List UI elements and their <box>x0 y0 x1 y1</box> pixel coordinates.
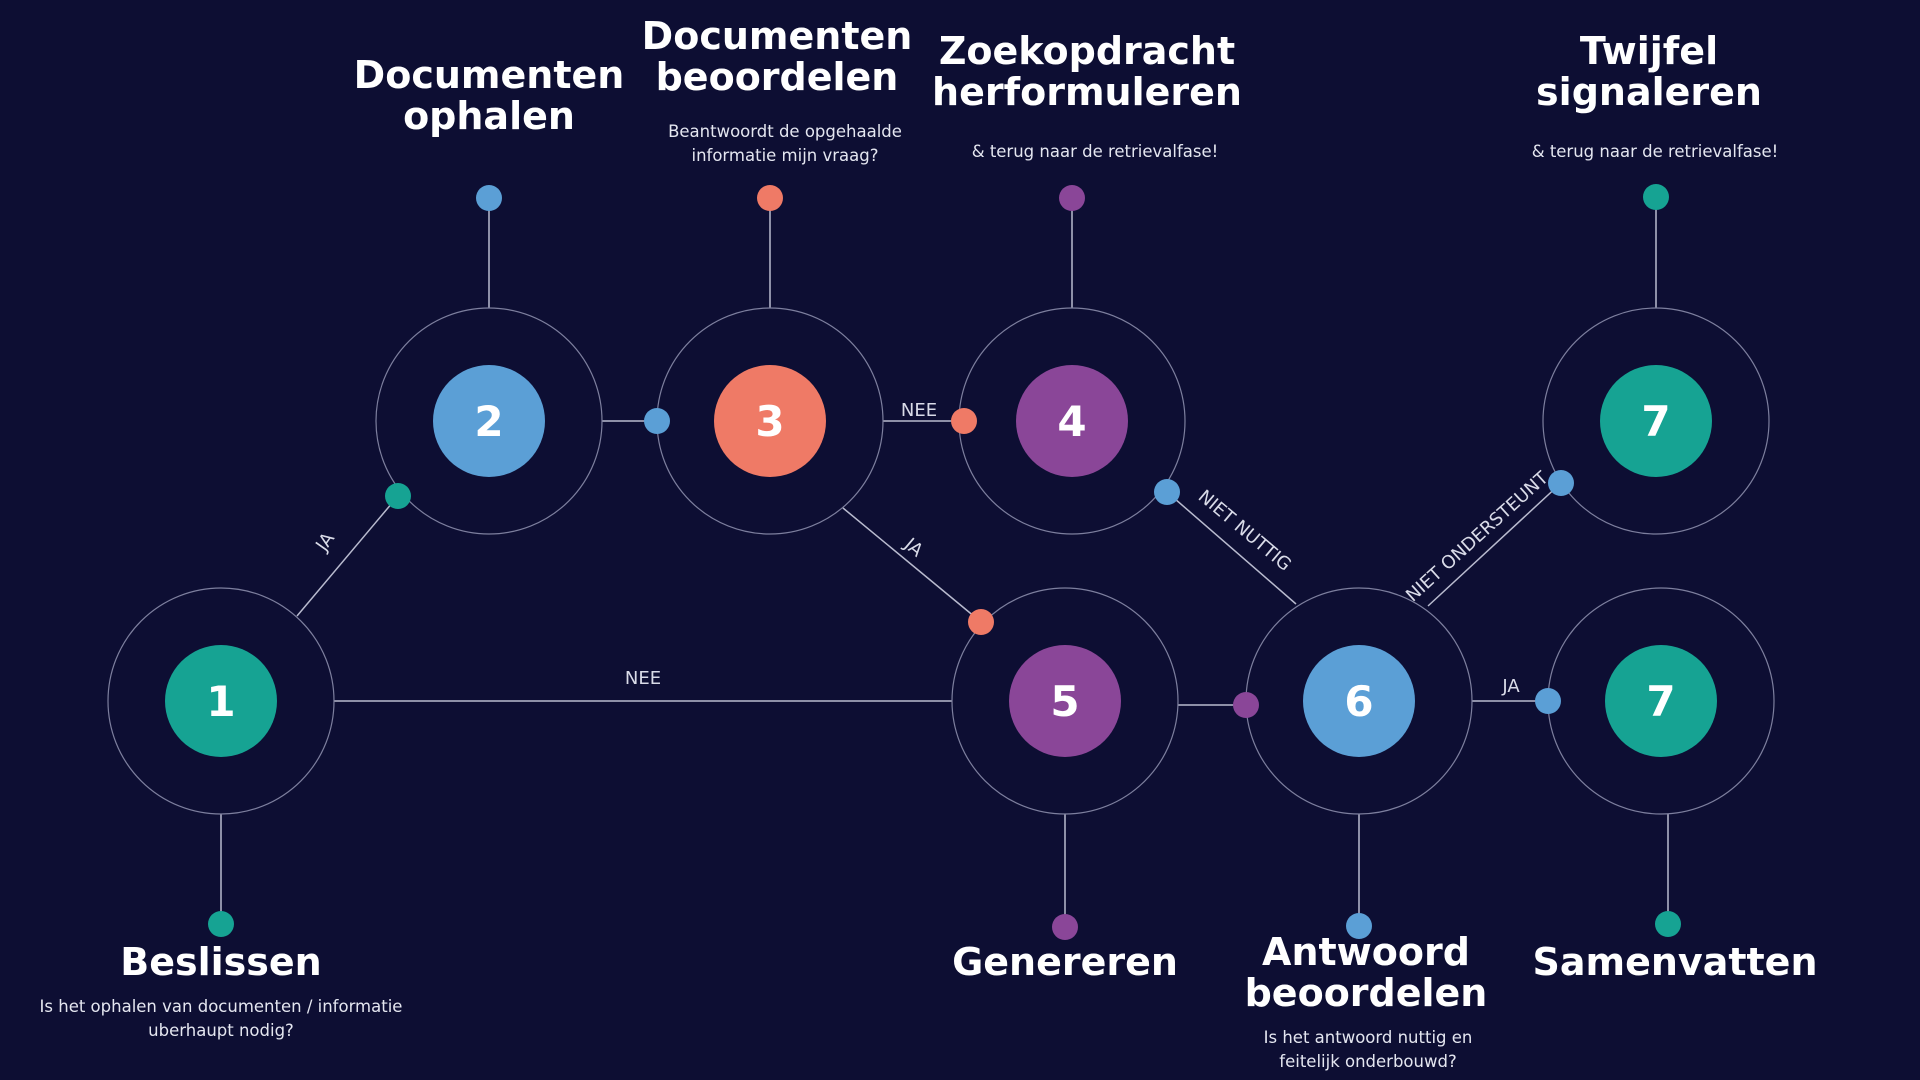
n2-title-line: ophalen <box>403 94 575 138</box>
n3-tag-dot <box>757 185 783 211</box>
n7b-number: 7 <box>1646 677 1675 726</box>
n1-number: 1 <box>206 677 235 726</box>
node-n5: 5 <box>951 587 1179 815</box>
node-n7b: 7 <box>1547 587 1775 815</box>
n4-tag-dot <box>1059 185 1085 211</box>
n7a-core <box>1600 365 1712 477</box>
n6-description-line: feitelijk onderbouwd? <box>1279 1052 1456 1071</box>
n7a-title-line: signaleren <box>1536 70 1762 114</box>
n1-ring <box>107 587 335 815</box>
edge-n6-n7a <box>1427 482 1562 607</box>
n2-tag-dot <box>476 185 502 211</box>
n2-ring <box>375 307 603 535</box>
edge-label-n6-n7b: JA <box>1501 676 1520 697</box>
n7b-title-line: Samenvatten <box>1533 940 1818 984</box>
edge-n4-n6 <box>1166 491 1297 605</box>
connector-dot-n2-n3 <box>644 408 670 434</box>
n1-title-line: Beslissen <box>120 940 321 984</box>
connector-dot-n1-n2 <box>385 483 411 509</box>
edge-label-n6-n7a: NIET ONDERSTEUNT <box>1402 467 1553 606</box>
n4-description-line: & terug naar de retrievalfase! <box>972 142 1219 161</box>
connector-dot-n6-n7b <box>1535 688 1561 714</box>
n1-description-line: uberhaupt nodig? <box>148 1021 294 1040</box>
n7b-tag-dot <box>1655 911 1681 937</box>
n7b-core <box>1605 645 1717 757</box>
n2-core <box>433 365 545 477</box>
n5-tag-dot <box>1052 914 1078 940</box>
n6-number: 6 <box>1344 677 1373 726</box>
n6-tag-dot <box>1346 913 1372 939</box>
n3-title-line: Documenten <box>642 14 913 58</box>
node-n6: 6 <box>1245 587 1473 815</box>
n2-number: 2 <box>474 397 503 446</box>
n1-core <box>165 645 277 757</box>
edge-n1-n2 <box>296 495 399 617</box>
n7a-ring <box>1542 307 1770 535</box>
n7a-description-line: & terug naar de retrievalfase! <box>1532 142 1779 161</box>
n7a-tag-dot <box>1643 184 1669 210</box>
node-n2: 2 <box>375 307 603 535</box>
n3-title-line: beoordelen <box>656 55 899 99</box>
connector-dot-n3-n4 <box>951 408 977 434</box>
edge-n3-n5 <box>842 507 982 623</box>
n5-number: 5 <box>1050 677 1079 726</box>
n3-description-line: informatie mijn vraag? <box>691 146 878 165</box>
connector-dot-n5-n6 <box>1233 692 1259 718</box>
n5-title-line: Genereren <box>952 940 1178 984</box>
edge-label-n1-n2: JA <box>311 528 339 556</box>
connector-dot-n6-n7a <box>1548 470 1574 496</box>
node-n1: 1 <box>107 587 335 815</box>
n4-core <box>1016 365 1128 477</box>
edge-label-n4-n6: NIET NUTTIG <box>1194 486 1295 576</box>
n1-description-line: Is het ophalen van documenten / informat… <box>40 997 403 1016</box>
node-n3: 3 <box>656 307 884 535</box>
n3-description-line: Beantwoordt de opgehaalde <box>668 122 902 141</box>
n1-tag-dot <box>208 911 234 937</box>
n4-number: 4 <box>1057 397 1086 446</box>
connector-dot-n3-n5 <box>968 609 994 635</box>
n6-title-line: beoordelen <box>1245 971 1488 1015</box>
n2-title-line: Documenten <box>354 53 625 97</box>
connector-dot-n4-n6 <box>1154 479 1180 505</box>
n5-ring <box>951 587 1179 815</box>
n7a-number: 7 <box>1641 397 1670 446</box>
n3-core <box>714 365 826 477</box>
n5-core <box>1009 645 1121 757</box>
edge-label-n3-n4: NEE <box>901 400 937 421</box>
n6-description-line: Is het antwoord nuttig en <box>1264 1028 1473 1047</box>
n7a-title-line: Twijfel <box>1580 29 1718 73</box>
n6-core <box>1303 645 1415 757</box>
n6-title-line: Antwoord <box>1262 930 1470 974</box>
n3-number: 3 <box>755 397 784 446</box>
n4-title-line: Zoekopdracht <box>939 29 1235 73</box>
node-n4: 4 <box>958 307 1186 535</box>
n4-title-line: herformuleren <box>932 70 1242 114</box>
node-n7a: 7 <box>1542 307 1770 535</box>
edge-label-n1-n5: NEE <box>625 668 661 689</box>
